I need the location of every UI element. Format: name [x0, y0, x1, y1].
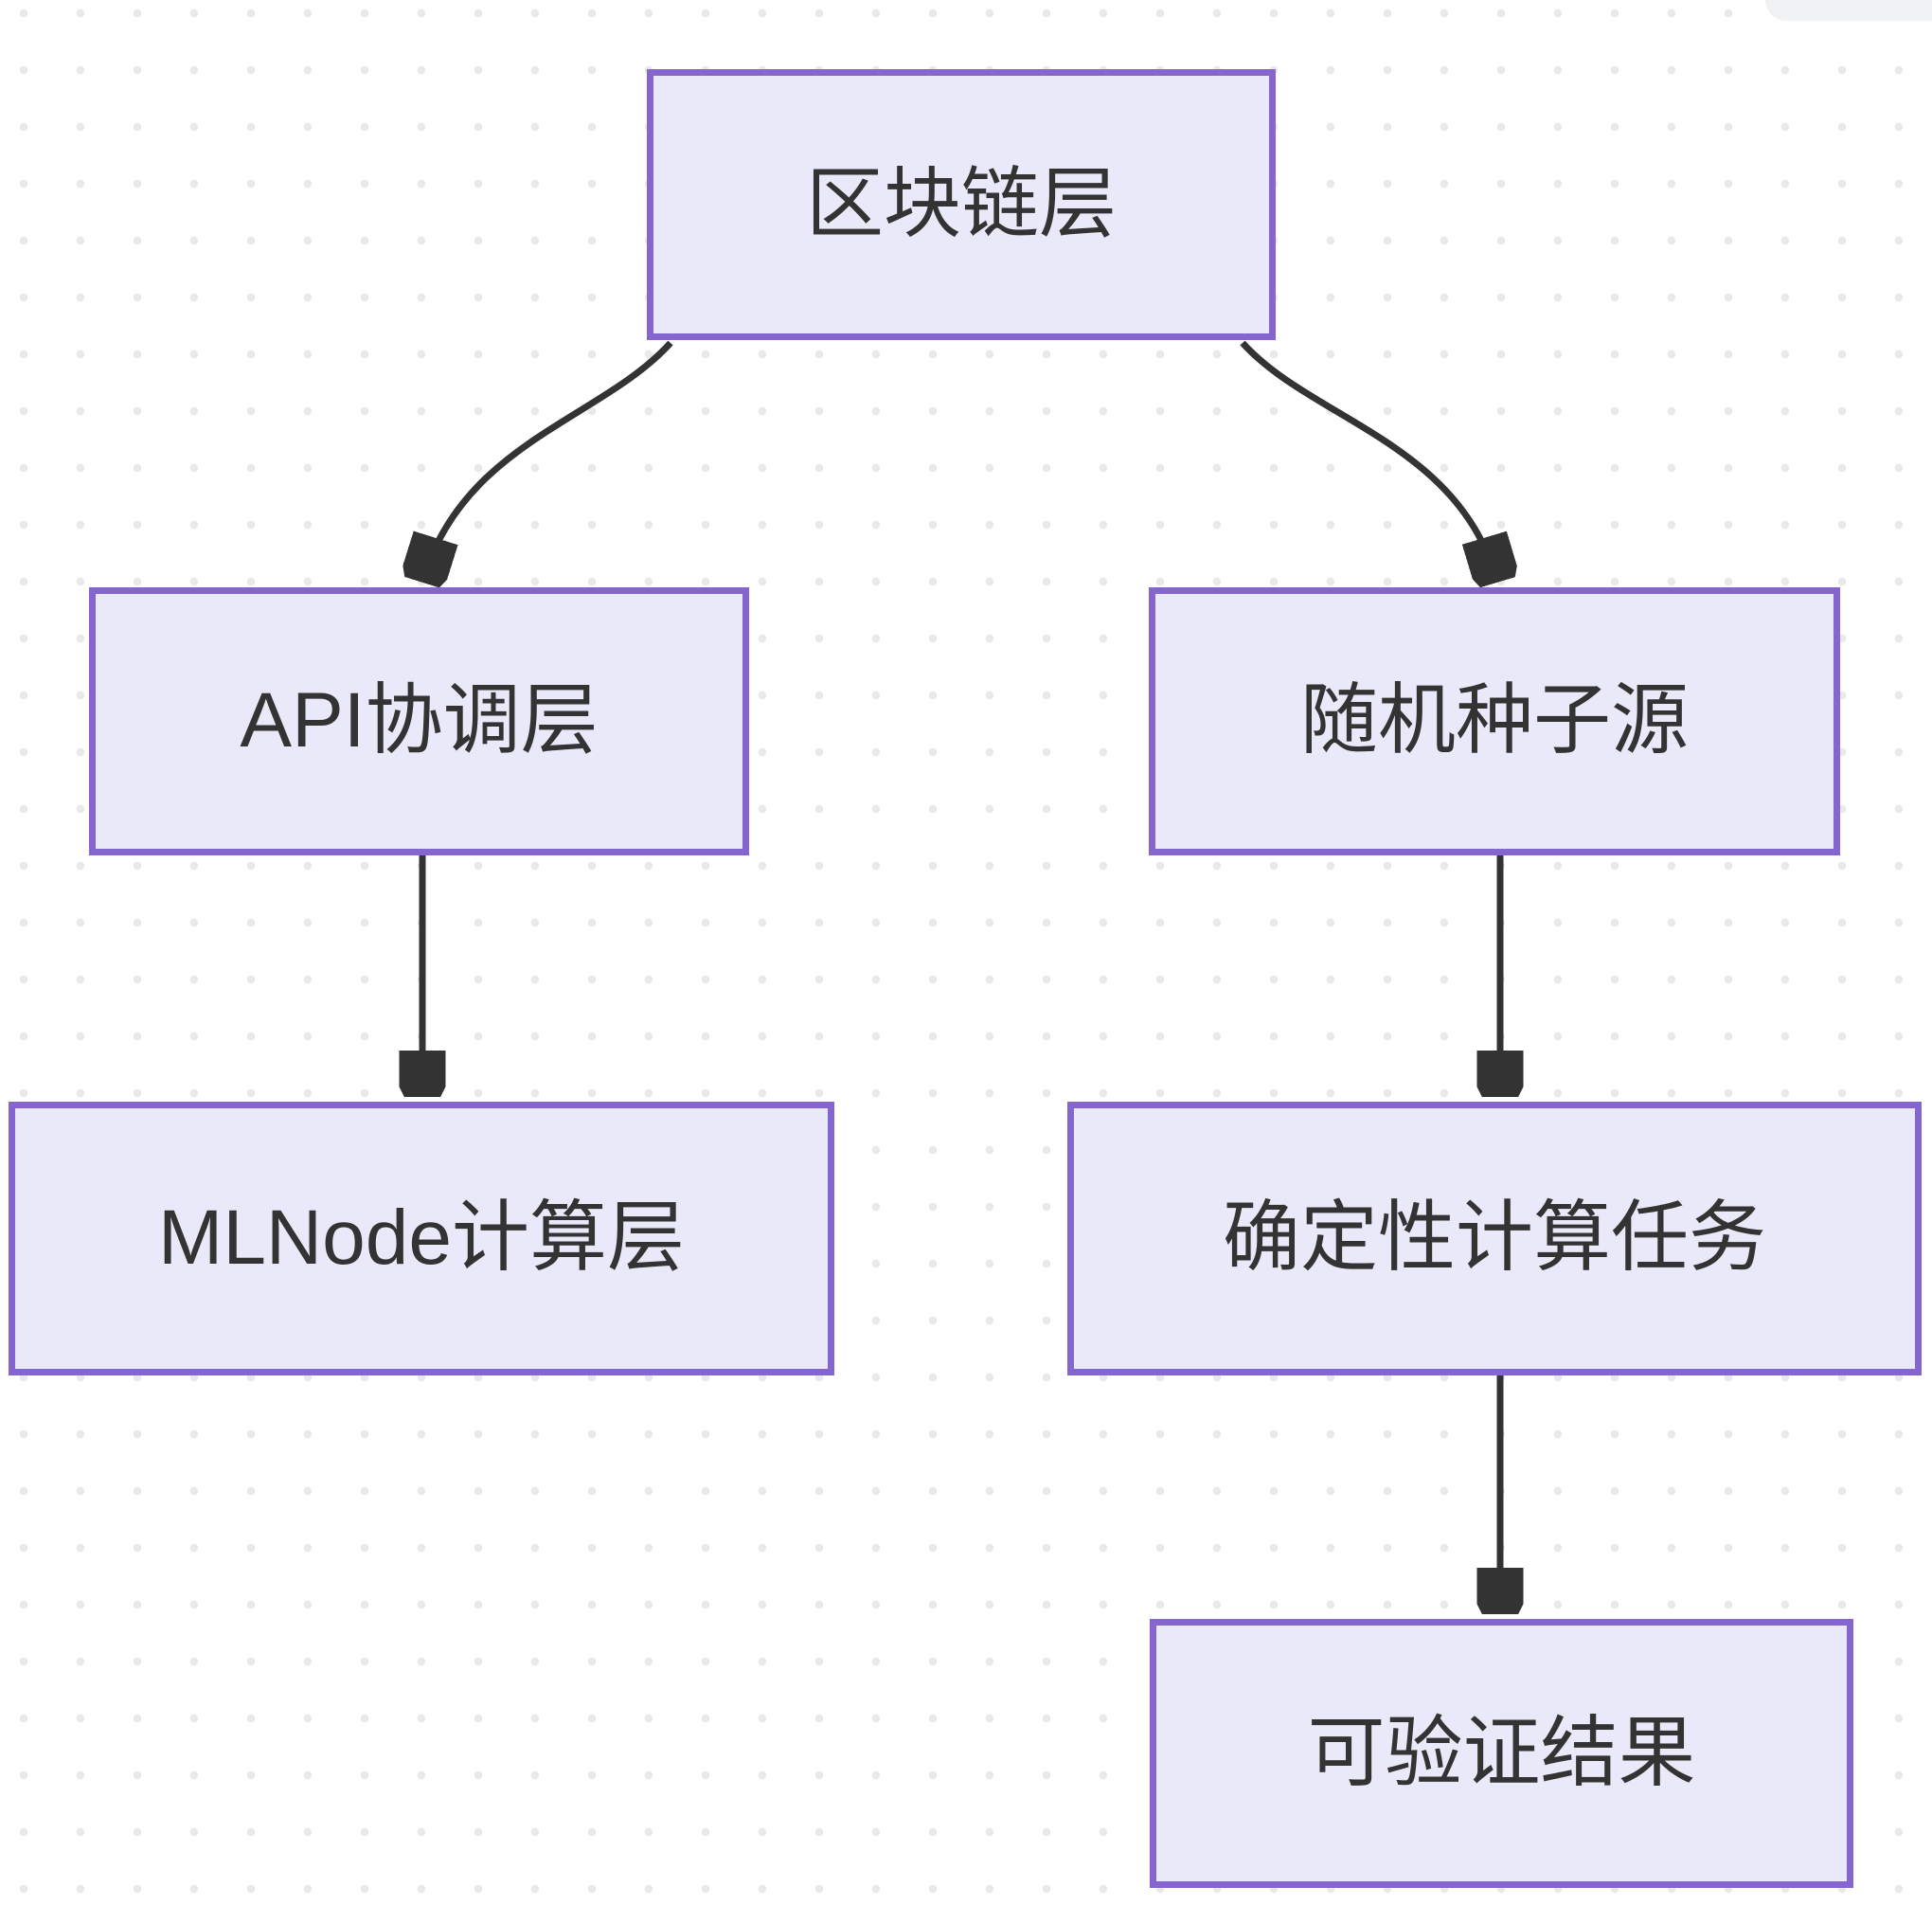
- edge-blockchain-to-seed: [1240, 340, 1496, 578]
- node-blockchain-layer: 区块链层: [647, 69, 1276, 340]
- node-mlnode-compute-layer: MLNode计算层: [9, 1102, 834, 1375]
- node-blockchain-layer-label: 区块链层: [805, 160, 1117, 247]
- corner-ui-fragment: [1765, 0, 1932, 21]
- node-deterministic-compute-task-label: 确定性计算任务: [1222, 1195, 1766, 1282]
- node-deterministic-compute-task: 确定性计算任务: [1067, 1102, 1922, 1375]
- node-verifiable-result-label: 可验证结果: [1307, 1709, 1696, 1796]
- node-random-seed-source-label: 随机种子源: [1299, 677, 1689, 764]
- node-api-coordination-layer: API协调层: [89, 587, 749, 855]
- node-verifiable-result: 可验证结果: [1150, 1619, 1853, 1888]
- edge-blockchain-to-api: [423, 340, 673, 578]
- node-api-coordination-layer-label: API协调层: [240, 677, 599, 764]
- node-mlnode-compute-layer-label: MLNode计算层: [158, 1195, 685, 1282]
- node-random-seed-source: 随机种子源: [1149, 587, 1840, 855]
